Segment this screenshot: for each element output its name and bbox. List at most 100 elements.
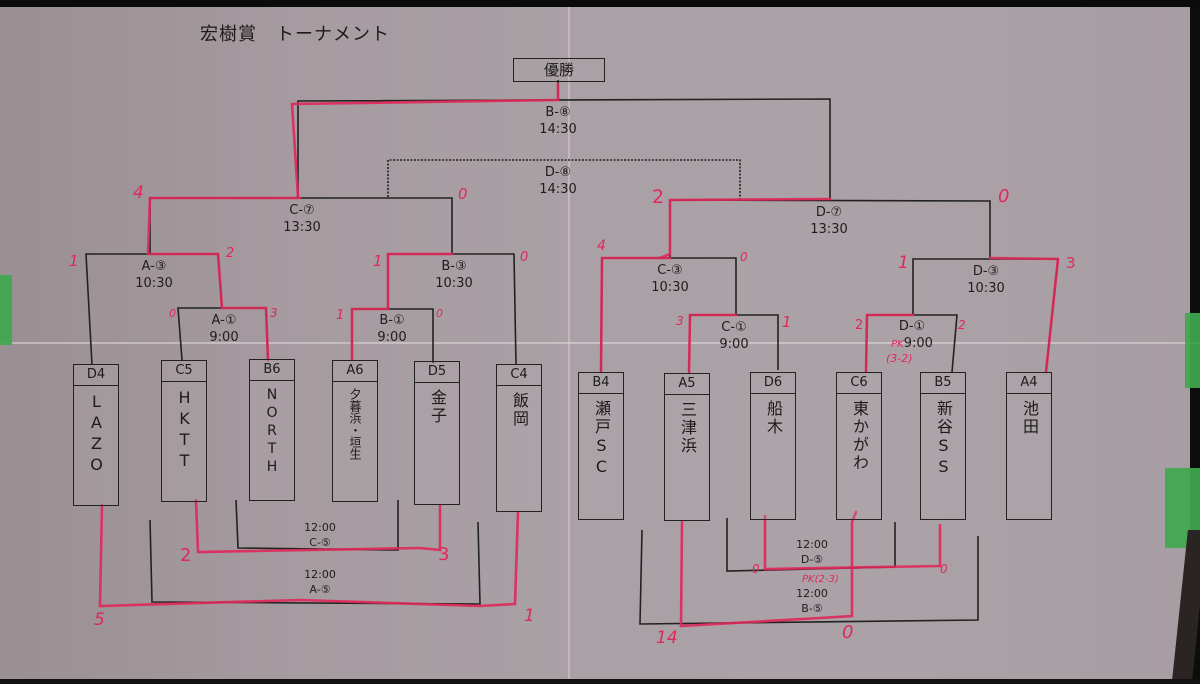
pk-score-d5: PK(2-3)	[802, 574, 839, 585]
team-name: 池田	[1020, 400, 1039, 436]
team-name: LAZO	[87, 392, 106, 476]
team-name: 東かがわ	[850, 400, 869, 472]
score-b1-left: 1	[336, 308, 345, 323]
match-label-text: C-⑦	[289, 203, 315, 218]
team-name: NORTH	[264, 387, 280, 477]
red-path-a3	[148, 252, 270, 362]
green-tape-left	[0, 275, 12, 345]
score-c1-right: 1	[782, 313, 792, 331]
team-name: 金子	[428, 389, 447, 425]
red-path-d5	[763, 514, 942, 571]
match-time: 12:00	[304, 521, 336, 534]
red-path-c3-up	[658, 198, 672, 260]
match-time: 10:30	[967, 281, 1005, 296]
score-d7-right: 0	[998, 186, 1010, 207]
champion-box: 優勝	[513, 58, 605, 82]
score-c7-right: 0	[458, 185, 468, 203]
match-d3: D-③ 10:30	[946, 263, 1026, 297]
team-name: 夕暮浜・垣生	[348, 388, 362, 460]
match-label-text: D-⑤	[800, 553, 824, 566]
match-time: 14:30	[539, 182, 577, 197]
match-time: 12:00	[304, 568, 336, 581]
line-a5-outer	[149, 519, 481, 605]
team-seed: B6	[250, 360, 294, 381]
team-box: B4 瀬戸SC	[578, 372, 624, 520]
match-c3: C-③ 10:30	[630, 262, 710, 296]
red-path-final	[290, 82, 560, 199]
match-label-text: B-⑧	[545, 105, 571, 120]
score-a5-left: 5	[94, 610, 105, 630]
score-b5-left: 14	[656, 628, 678, 648]
score-d3-right: 3	[1066, 254, 1076, 272]
match-label-text: C-③	[657, 263, 683, 278]
score-a3-left: 1	[69, 252, 79, 270]
line-final-b8	[297, 98, 831, 199]
bracket-paper	[0, 7, 1190, 679]
green-tape-right-top	[1185, 313, 1200, 388]
score-d5-left: 0	[752, 562, 760, 576]
score-d1-left: 2	[855, 318, 864, 333]
team-seed: D4	[74, 365, 118, 386]
score-d5-right: 0	[940, 562, 948, 576]
score-c5-left: 2	[180, 545, 192, 566]
team-box: D4 LAZO	[73, 364, 119, 506]
score-c5-right: 3	[438, 544, 450, 565]
red-path-d1	[864, 313, 915, 374]
team-box: B5 新谷SS	[920, 372, 966, 520]
team-seed: C5	[162, 361, 206, 382]
score-c7-left: 4	[133, 183, 144, 203]
match-label-text: B-①	[379, 313, 405, 328]
team-seed: D6	[751, 373, 795, 394]
score-b3-left: 1	[373, 252, 383, 270]
score-b3-right: 0	[520, 250, 529, 265]
red-path-c7	[146, 196, 302, 256]
team-seed: C6	[837, 373, 881, 394]
pk-score-d1: (3-2)	[886, 352, 913, 365]
match-a5: 12:00 A-⑤	[280, 567, 360, 597]
match-d5: 12:00 D-⑤	[772, 537, 852, 567]
match-c5: 12:00 C-⑤	[280, 520, 360, 550]
match-b3: B-③ 10:30	[414, 258, 494, 292]
match-label-text: D-⑦	[815, 205, 843, 220]
match-label-text: C-⑤	[309, 536, 331, 549]
team-seed: A6	[333, 361, 377, 382]
team-box: D5 金子	[414, 361, 460, 505]
match-c7: C-⑦ 13:30	[262, 202, 342, 236]
top-border	[0, 0, 1200, 7]
match-time: 9:00	[209, 330, 239, 345]
team-seed: B4	[579, 373, 623, 394]
score-a5-right: 1	[524, 606, 535, 626]
line-b5-outer	[639, 529, 979, 625]
score-a1-right: 3	[270, 306, 278, 320]
match-b1: B-① 9:00	[352, 312, 432, 346]
red-path-d3	[988, 256, 1060, 374]
match-label-text: A-③	[141, 259, 167, 274]
match-label-text: D-①	[898, 319, 926, 334]
match-label-text: A-⑤	[309, 583, 331, 596]
red-path-a5	[98, 503, 520, 608]
match-time: 10:30	[135, 276, 173, 291]
match-label-text: B-③	[441, 259, 467, 274]
match-d7: D-⑦ 13:30	[789, 204, 869, 238]
team-seed: A5	[665, 374, 709, 395]
team-box: B6 NORTH	[249, 359, 295, 501]
match-time: 12:00	[796, 538, 828, 551]
match-d8: D-⑧ 14:30	[518, 164, 598, 198]
team-seed: A4	[1007, 373, 1051, 394]
match-a1: A-① 9:00	[184, 312, 264, 346]
match-c1: C-① 9:00	[694, 319, 774, 353]
team-seed: C4	[497, 365, 541, 386]
red-path-c1	[687, 313, 738, 375]
team-box: A4 池田	[1006, 372, 1052, 520]
team-name: 船木	[764, 400, 783, 436]
match-d1: D-① PK9:00	[872, 318, 952, 353]
match-b5: 12:00 B-⑤	[772, 586, 852, 616]
match-b8: B-⑧ 14:30	[518, 104, 598, 138]
pk-marker: PK	[891, 339, 904, 350]
match-time: 10:30	[651, 280, 689, 295]
red-path-c5	[194, 498, 442, 554]
team-name: HKTT	[175, 388, 194, 472]
team-name: 三津浜	[678, 401, 697, 455]
team-box: D6 船木	[750, 372, 796, 520]
